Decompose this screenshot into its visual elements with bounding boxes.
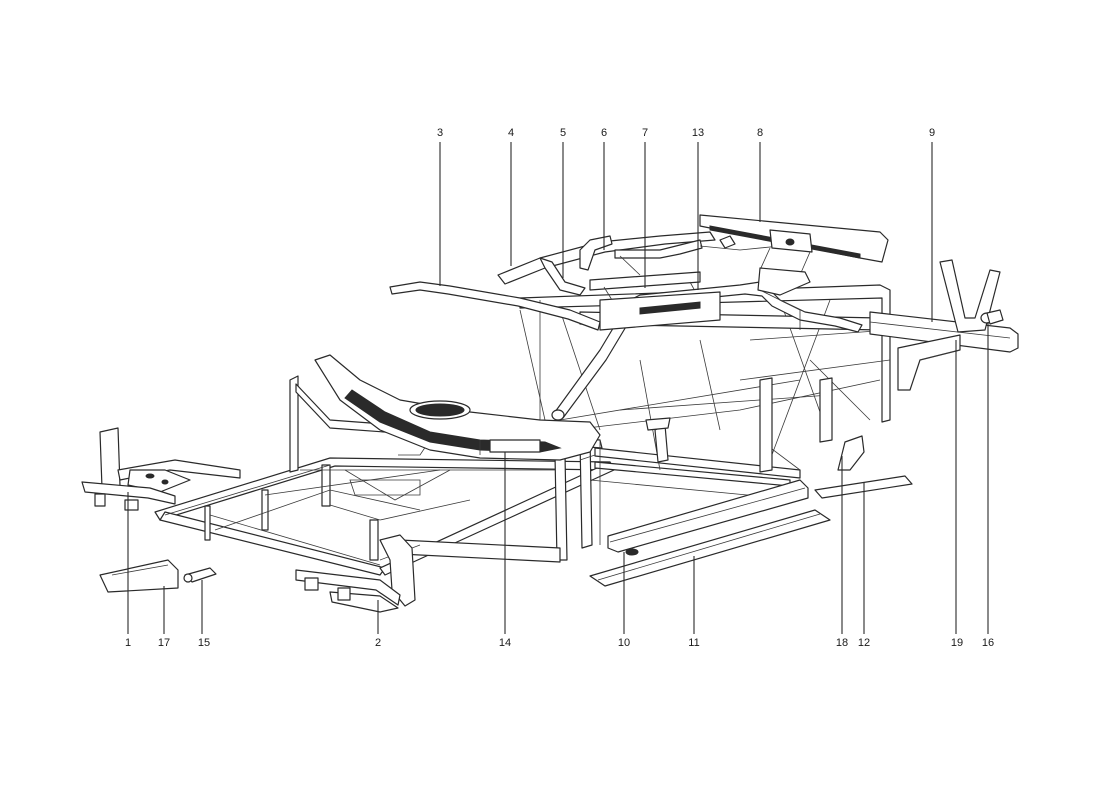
callout-13: 13	[691, 127, 705, 139]
front-gusset-plate	[99, 559, 179, 593]
callout-6: 6	[600, 127, 608, 139]
callout-2: 2	[374, 637, 382, 649]
callout-4: 4	[507, 127, 515, 139]
callout-8: 8	[756, 127, 764, 139]
rear-closing-plate	[837, 435, 865, 471]
rear-bush	[980, 309, 1004, 325]
front-bracket-left	[81, 427, 241, 511]
callout-5: 5	[559, 127, 567, 139]
callout-12: 12	[857, 637, 871, 649]
callout-17: 17	[157, 637, 171, 649]
callout-3: 3	[436, 127, 444, 139]
leader-lines	[127, 142, 989, 634]
scuttle-panel	[314, 354, 601, 461]
callout-11: 11	[688, 637, 700, 649]
chassis-frame	[154, 271, 891, 576]
rear-side-rail	[869, 311, 1019, 353]
rear-cross-beam	[699, 214, 889, 296]
callout-10: 10	[617, 637, 631, 649]
callout-16: 16	[981, 637, 995, 649]
callout-15: 15	[197, 637, 211, 649]
callout-18: 18	[835, 637, 849, 649]
inner-sill	[607, 479, 809, 556]
callout-1: 1	[124, 637, 132, 649]
outer-sill	[589, 509, 831, 587]
callout-7: 7	[641, 127, 649, 139]
callout-19: 19	[950, 637, 964, 649]
front-bracket-right	[295, 534, 416, 613]
callout-9: 9	[928, 127, 936, 139]
roll-hoop	[551, 281, 863, 421]
callout-14: 14	[498, 637, 512, 649]
front-bush	[183, 567, 217, 583]
windscreen-top-rail	[389, 281, 601, 331]
